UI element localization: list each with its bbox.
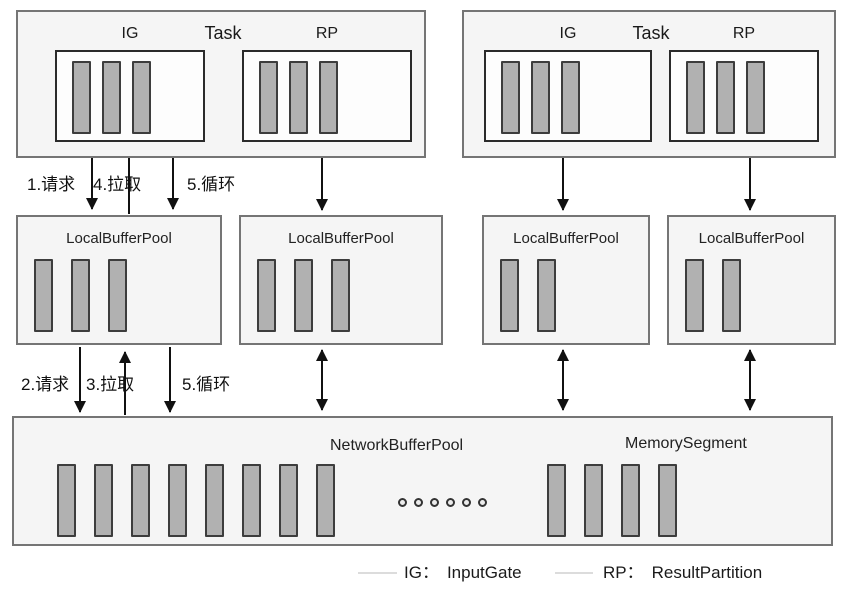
segment-bars-right [547, 464, 677, 537]
ellipsis-dot [446, 498, 455, 507]
network-buffer-pool-label: NetworkBufferPool [330, 437, 464, 454]
segment-bars-left [57, 464, 335, 537]
memory-segment-bar [94, 464, 113, 537]
local-buffer-pool-label: LocalBufferPool [66, 230, 172, 247]
result-partition-box [669, 50, 819, 142]
memory-segment-bar [132, 61, 151, 134]
legend-abbr: RP： [603, 563, 644, 582]
memory-segment-bar [685, 259, 704, 332]
ellipsis-dot [398, 498, 407, 507]
memory-segment-bar [722, 259, 741, 332]
memory-segment-bar [294, 259, 313, 332]
memory-segment-bar [547, 464, 566, 537]
task-box-2: IG Task RP [462, 10, 836, 158]
segment-bars [72, 61, 151, 134]
ellipsis-dot [462, 498, 471, 507]
segment-bars [259, 61, 338, 134]
memory-segment-label: MemorySegment [625, 435, 747, 452]
memory-segment-bar [746, 61, 765, 134]
segment-bars [501, 61, 580, 134]
memory-segment-bar [257, 259, 276, 332]
network-buffer-pool-box: NetworkBufferPool MemorySegment [12, 416, 833, 546]
flow-label-request-1: 1.请求 [27, 175, 76, 194]
segment-bars [257, 259, 441, 332]
legend-line-ig [358, 572, 397, 574]
memory-segment-bar [102, 61, 121, 134]
memory-segment-bar [71, 259, 90, 332]
memory-segment-bar [279, 464, 298, 537]
memory-segment-bar [34, 259, 53, 332]
memory-segment-bar [168, 464, 187, 537]
legend-item-ig: IG： InputGate [404, 564, 522, 582]
memory-segment-bar [584, 464, 603, 537]
ellipsis-dot [430, 498, 439, 507]
local-buffer-pool-box-3: LocalBufferPool [482, 215, 650, 345]
memory-segment-bar [319, 61, 338, 134]
memory-segment-bar [537, 259, 556, 332]
input-gate-box [55, 50, 205, 142]
memory-segment-bar [57, 464, 76, 537]
local-buffer-pool-label: LocalBufferPool [698, 230, 805, 247]
local-buffer-pool-box-2: LocalBufferPool [239, 215, 443, 345]
local-buffer-pool-label: LocalBufferPool [513, 230, 619, 247]
task-title: Task [632, 23, 670, 43]
task-title: Task [204, 23, 242, 43]
flow-label-pull-4: 4.拉取 [93, 175, 142, 194]
flow-label-request-2: 2.请求 [21, 375, 70, 394]
legend-name: InputGate [446, 563, 522, 582]
memory-segment-bar [316, 464, 335, 537]
memory-segment-bar [716, 61, 735, 134]
memory-segment-bar [108, 259, 127, 332]
flow-label-pull-3: 3.拉取 [86, 375, 135, 394]
flow-label-recycle-5-top: 5.循环 [187, 175, 236, 194]
ellipsis-dot [478, 498, 487, 507]
memory-segment-bar [259, 61, 278, 134]
legend-line-rp [555, 572, 593, 574]
memory-segment-bar [531, 61, 550, 134]
segment-bars [500, 259, 648, 332]
ellipsis-dots [398, 498, 487, 507]
memory-segment-bar [621, 464, 640, 537]
memory-segment-bar [131, 464, 150, 537]
memory-segment-bar [205, 464, 224, 537]
memory-segment-bar [686, 61, 705, 134]
segment-bars [685, 259, 834, 332]
local-buffer-pool-box-4: LocalBufferPool [667, 215, 836, 345]
input-gate-label: IG [121, 25, 139, 42]
legend-name: ResultPartition [651, 563, 763, 582]
input-gate-label: IG [559, 25, 577, 42]
result-partition-box [242, 50, 412, 142]
flow-label-recycle-5-bottom: 5.循环 [182, 375, 231, 394]
legend-abbr: IG： [404, 563, 439, 582]
segment-bars [34, 259, 220, 332]
memory-segment-bar [500, 259, 519, 332]
local-buffer-pool-box-1: LocalBufferPool [16, 215, 222, 345]
task-box-1: IG Task RP [16, 10, 426, 158]
memory-segment-bar [72, 61, 91, 134]
memory-segment-bar [331, 259, 350, 332]
memory-segment-bar [658, 464, 677, 537]
local-buffer-pool-label: LocalBufferPool [288, 230, 394, 247]
result-partition-label: RP [732, 25, 756, 42]
result-partition-label: RP [315, 25, 339, 42]
memory-segment-bar [561, 61, 580, 134]
input-gate-box [484, 50, 652, 142]
memory-segment-bar [289, 61, 308, 134]
segment-bars [686, 61, 765, 134]
ellipsis-dot [414, 498, 423, 507]
memory-segment-bar [501, 61, 520, 134]
memory-segment-bar [242, 464, 261, 537]
legend-item-rp: RP： ResultPartition [603, 564, 762, 582]
